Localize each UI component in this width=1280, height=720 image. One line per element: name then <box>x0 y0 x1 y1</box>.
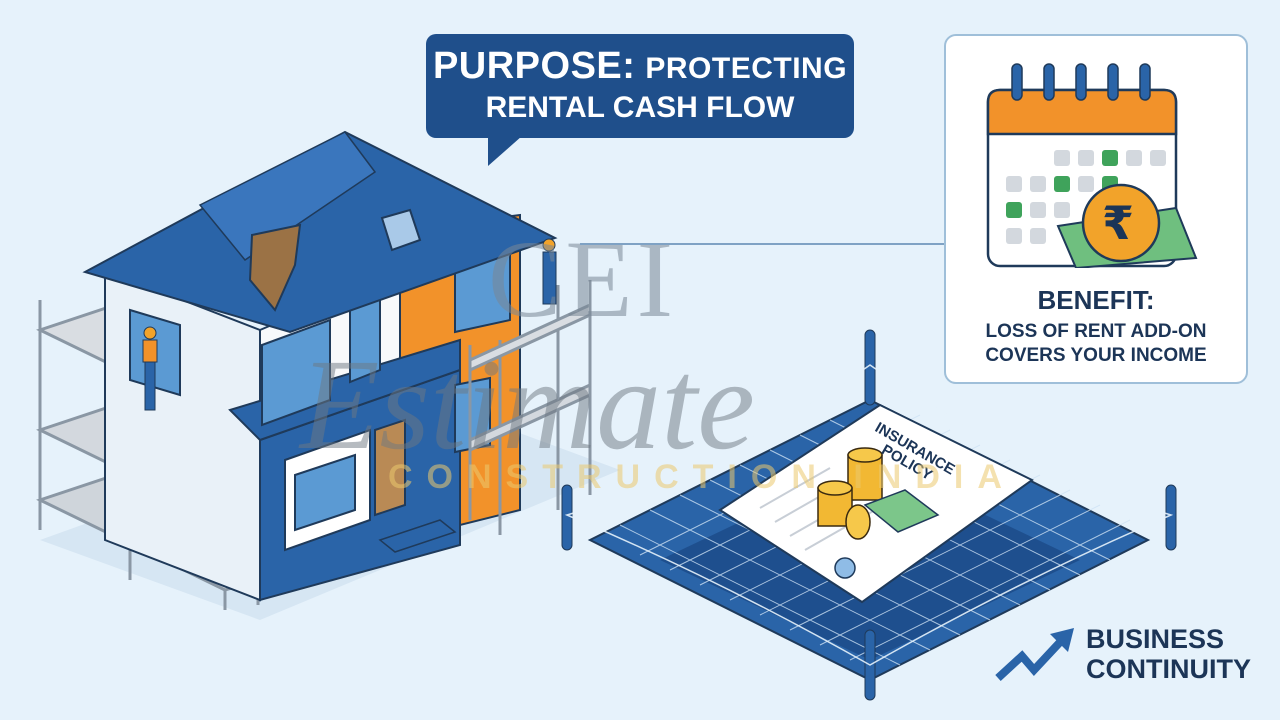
benefit-title: BENEFIT: <box>1037 285 1155 315</box>
benefit-line2: COVERS YOUR INCOME <box>985 345 1207 366</box>
purpose-line2: RENTAL CASH FLOW <box>485 91 795 124</box>
worker-left <box>142 326 158 411</box>
benefit-line1: LOSS OF RENT ADD-ON <box>985 321 1207 342</box>
scaffolding-right <box>468 280 592 535</box>
business-continuity-label: BUSINESS CONTINUITY <box>1086 624 1251 684</box>
connector-line <box>580 243 944 245</box>
rupee-symbol: ₹ <box>1102 197 1135 249</box>
business-continuity-line1: BUSINESS <box>1086 624 1225 654</box>
callout-tail <box>488 136 522 166</box>
business-continuity-line2: CONTINUITY <box>1086 654 1251 684</box>
benefit-card: ₹ BENEFIT: LOSS OF RENT ADD-ON COVERS YO… <box>944 34 1248 384</box>
purpose-callout: PURPOSE: PROTECTING RENTAL CASH FLOW <box>426 34 854 138</box>
worker-right <box>542 238 557 305</box>
calendar-icon <box>986 63 1198 268</box>
insurance-policy-document <box>718 403 1034 604</box>
purpose-line1: PROTECTING <box>645 52 848 85</box>
purpose-label: PURPOSE: <box>432 45 636 87</box>
trend-up-arrow-icon <box>995 628 1074 681</box>
